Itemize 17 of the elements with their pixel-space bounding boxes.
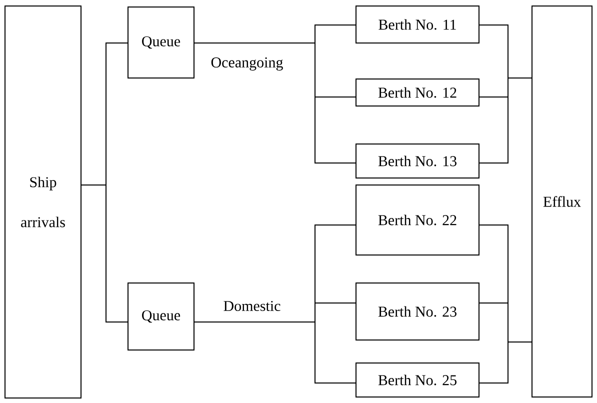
- berth-box: Berth No. 11: [356, 6, 480, 44]
- connector-line: [194, 322, 356, 384]
- connector-line: [81, 184, 128, 322]
- berth-box: Berth No. 12: [356, 78, 480, 106]
- sink-box: Efflux: [532, 6, 592, 398]
- connector-line: [194, 42, 356, 164]
- berth-box: Berth No. 25: [356, 362, 480, 398]
- berth-box: Berth No. 23: [356, 282, 480, 340]
- edge-label: Domestic: [222, 300, 282, 312]
- berth-box: Berth No. 22: [356, 184, 480, 256]
- connector-line: [479, 342, 532, 384]
- berth-box: Berth No. 13: [356, 144, 480, 178]
- edge-label: Oceangoing: [210, 56, 284, 72]
- connector-line: [479, 78, 532, 164]
- queue-box: Queue: [128, 282, 194, 350]
- source-box: Ship arrivals: [4, 6, 82, 398]
- queue-box: Queue: [128, 6, 194, 78]
